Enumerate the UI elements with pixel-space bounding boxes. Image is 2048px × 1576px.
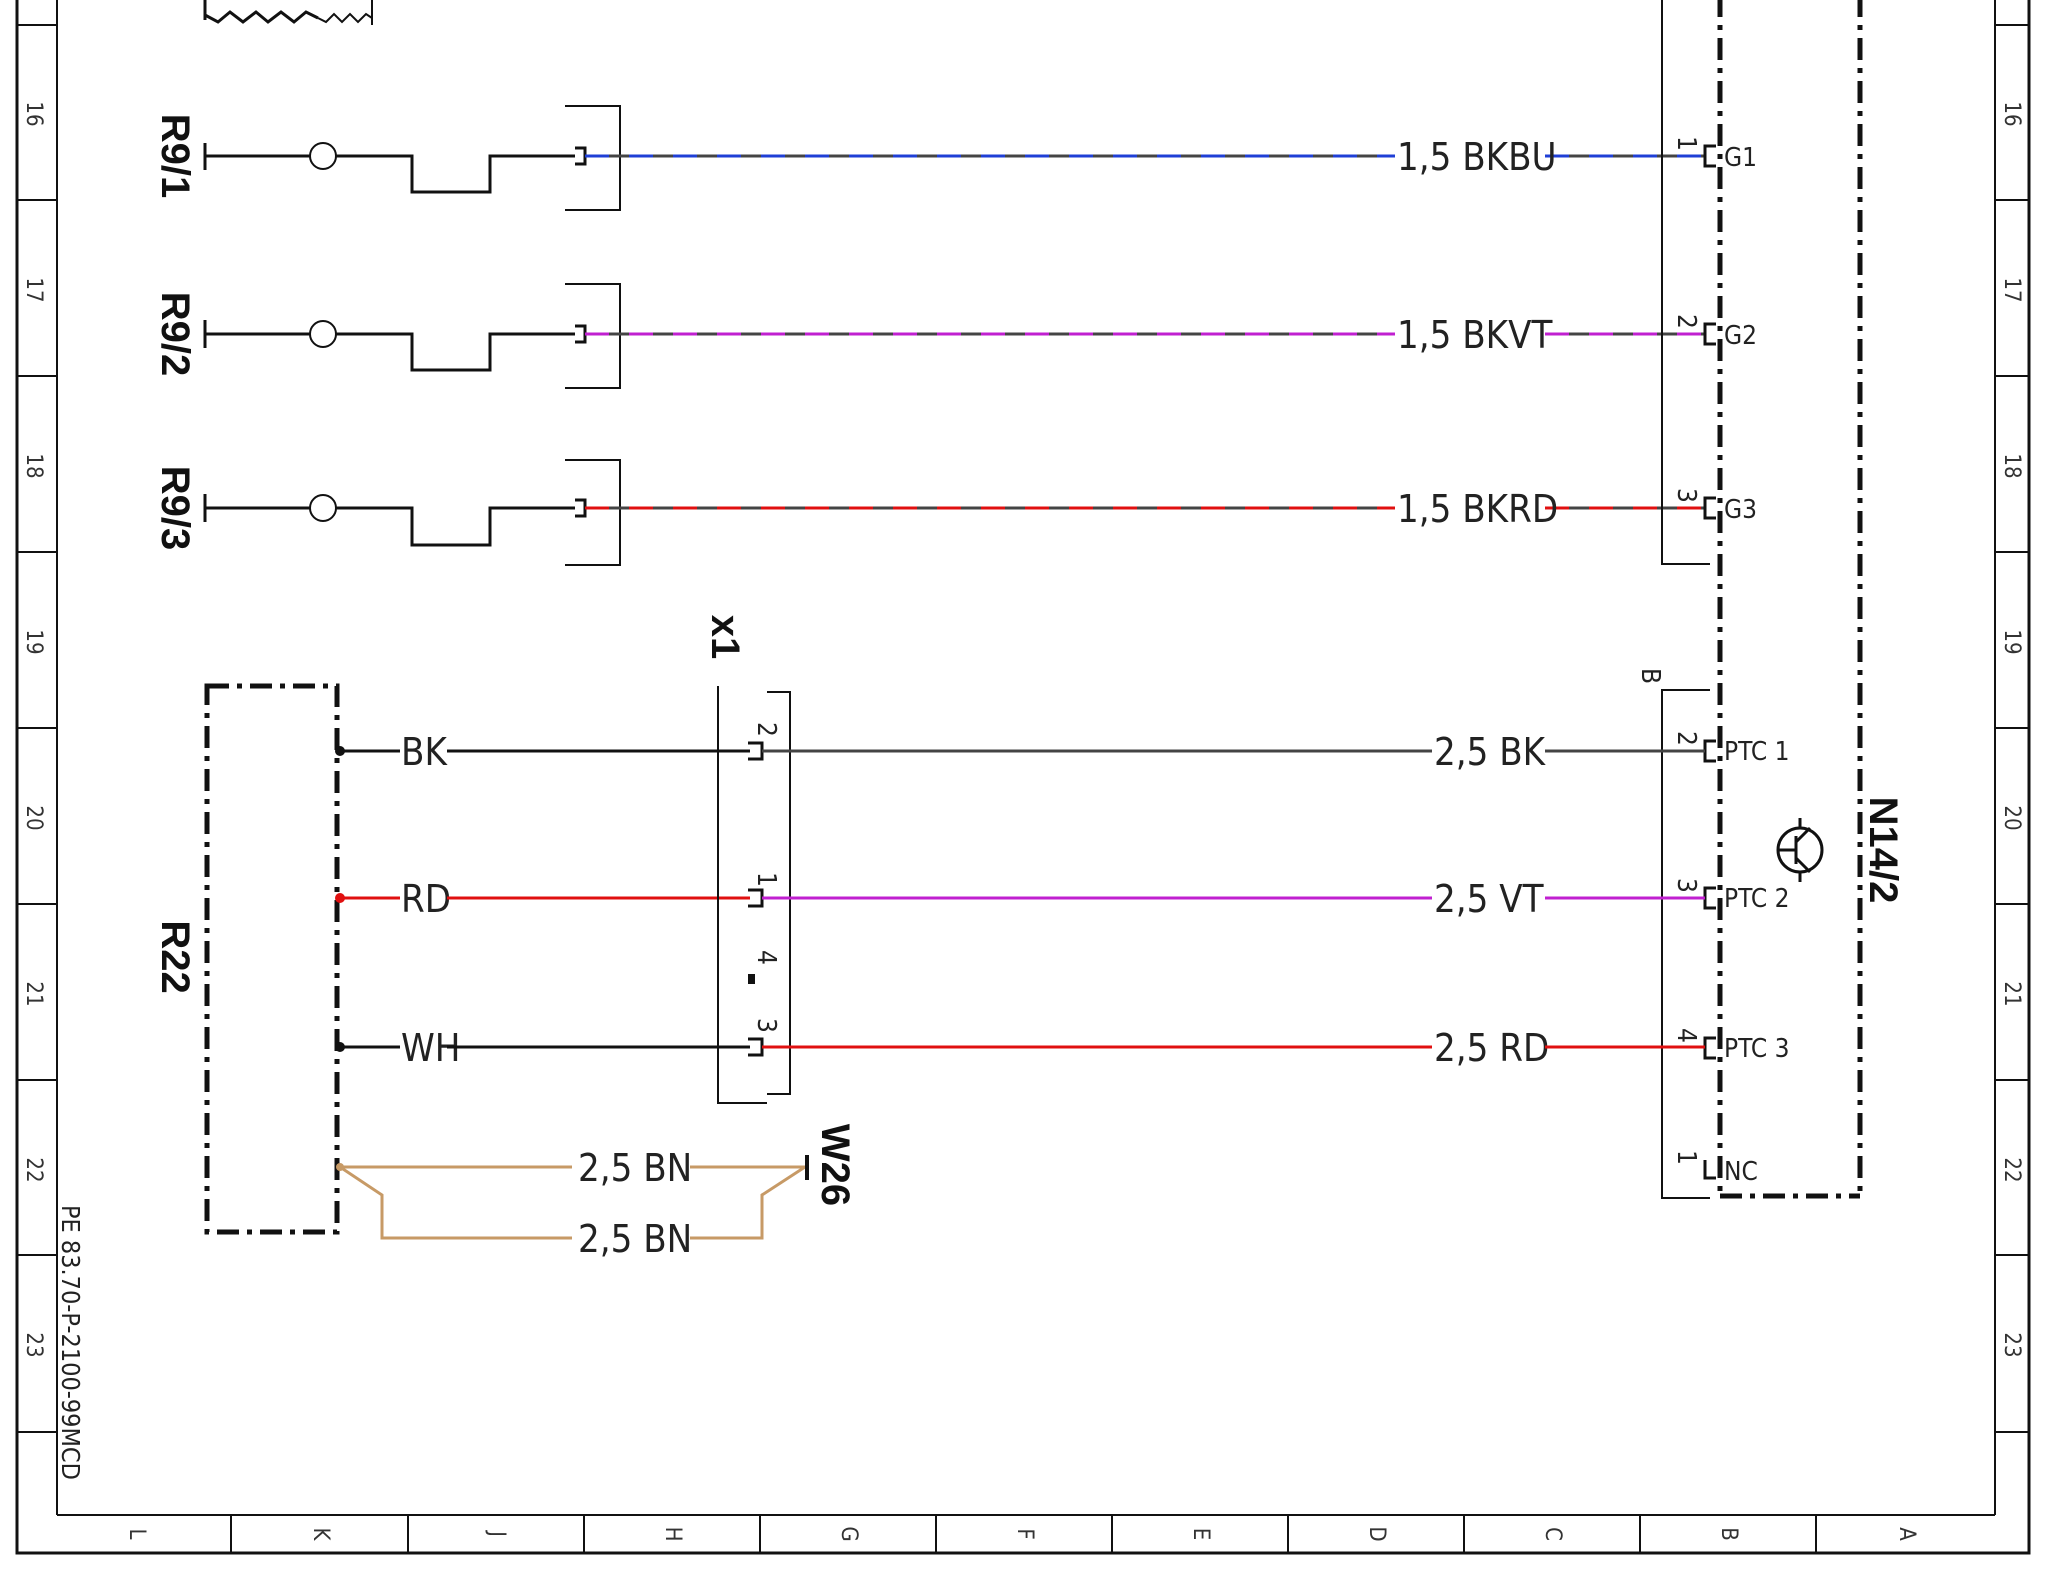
wire-label-g3: 1,5 BKRD xyxy=(1397,487,1558,531)
pin-label-g2: G2 xyxy=(1724,321,1757,351)
lead-bk: BK xyxy=(340,730,750,774)
ground-w26: 2,5 BN 2,5 BN W26 xyxy=(339,1124,857,1261)
sensor-r9-2: R9/2 xyxy=(153,283,621,389)
row-label: 16 xyxy=(21,101,46,126)
x1-pin: 2 xyxy=(751,722,781,737)
pin-label-ptc2: PTC 2 xyxy=(1724,884,1790,914)
component-label-r9-1: R9/1 xyxy=(153,114,197,199)
column-label: A xyxy=(1894,1527,1919,1541)
pin-number: 2 xyxy=(1671,731,1701,746)
connector-b-label: B xyxy=(1635,668,1665,684)
resistor-element-partial xyxy=(204,10,319,24)
component-label-r9-3: R9/3 xyxy=(153,466,197,551)
wire-label-g1: 1,5 BKBU xyxy=(1397,135,1557,179)
sensor-r9-3: R9/3 xyxy=(153,459,621,566)
lead-rd: RD xyxy=(340,877,750,921)
column-label: D xyxy=(1364,1526,1389,1541)
row-label: 22 xyxy=(1999,1157,2024,1182)
component-label-n14-2: N14/2 xyxy=(1861,797,1905,904)
wire-ptc3: 2,5 RD xyxy=(762,1026,1705,1070)
row-label: 17 xyxy=(1999,277,2024,302)
column-label: K xyxy=(308,1528,333,1542)
column-label: F xyxy=(1012,1528,1037,1539)
column-label: L xyxy=(124,1528,149,1539)
pin-label-ptc1: PTC 1 xyxy=(1724,737,1790,767)
wire-ptc2: 2,5 VT xyxy=(762,877,1705,921)
pin-number: 4 xyxy=(1671,1028,1701,1043)
heater-r22: R22 xyxy=(153,683,345,1235)
wire-g3: 1,5 BKRD xyxy=(585,487,1705,531)
pin-label-g3: G3 xyxy=(1724,495,1757,525)
wire-label-ptc3: 2,5 RD xyxy=(1434,1026,1549,1070)
row-label: 22 xyxy=(21,1157,46,1182)
wire-label-ptc2: 2,5 VT xyxy=(1434,877,1544,921)
x1-pin: 3 xyxy=(751,1018,781,1033)
row-label: 16 xyxy=(1999,101,2024,126)
row-label: 20 xyxy=(1999,805,2024,830)
pin-number: 3 xyxy=(1671,488,1701,503)
drawing-frame xyxy=(15,0,2031,1555)
column-label: H xyxy=(660,1527,685,1542)
component-label-r9-2: R9/2 xyxy=(153,292,197,377)
pin-label-g1: G1 xyxy=(1724,143,1757,173)
row-label: 23 xyxy=(21,1332,46,1357)
column-label: E xyxy=(1188,1528,1213,1541)
wire-g2: 1,5 BKVT xyxy=(585,313,1705,357)
wire-label-bn2: 2,5 BN xyxy=(578,1217,692,1261)
column-label: C xyxy=(1540,1527,1565,1541)
row-grid: 16 17 18 19 20 21 22 23 16 17 18 19 20 2… xyxy=(17,24,2029,1433)
wire-ptc1: 2,5 BK xyxy=(762,730,1705,774)
row-label: 18 xyxy=(21,453,46,478)
column-label: G xyxy=(836,1526,861,1541)
sensor-r9-1: R9/1 xyxy=(153,105,621,211)
resistor-element-partial xyxy=(317,12,373,24)
component-label-w26: W26 xyxy=(813,1124,857,1206)
row-label: 17 xyxy=(21,277,46,302)
lead-label-rd: RD xyxy=(401,877,451,921)
wire-label-bn1: 2,5 BN xyxy=(578,1146,692,1190)
pin-number: 1 xyxy=(1671,1150,1701,1165)
pin-label-ptc3: PTC 3 xyxy=(1724,1034,1790,1064)
row-label: 21 xyxy=(21,981,46,1006)
column-grid: L K J H G F E D C B A xyxy=(124,1515,1919,1553)
wire-label-ptc1: 2,5 BK xyxy=(1434,730,1547,774)
x1-pin: 1 xyxy=(751,872,781,887)
pin-label-nc: NC xyxy=(1724,1157,1758,1187)
component-label-x1: x1 xyxy=(703,615,747,660)
row-label: 19 xyxy=(21,629,46,654)
column-label: J xyxy=(484,1529,509,1537)
connector-x1: x1 2 1 4 3 xyxy=(703,615,791,1104)
column-label: B xyxy=(1716,1527,1741,1541)
pin-number: 3 xyxy=(1671,878,1701,893)
document-number: PE 83.70-P-2100-99MCD xyxy=(56,1205,85,1480)
transistor-symbol xyxy=(1776,818,1824,882)
x1-pin: 4 xyxy=(751,950,781,965)
wire-g1: 1,5 BKBU xyxy=(585,135,1705,179)
module-n14-2: B N14/2 1 G1 2 G2 3 G3 2 PTC 1 3 PTC 2 4 xyxy=(1635,0,1905,1199)
wire-label-g2: 1,5 BKVT xyxy=(1397,313,1552,357)
row-label: 18 xyxy=(1999,453,2024,478)
row-label: 21 xyxy=(1999,981,2024,1006)
lead-wh: WH xyxy=(340,1026,750,1070)
row-label: 19 xyxy=(1999,629,2024,654)
pin-number: 1 xyxy=(1671,136,1701,151)
lead-label-bk: BK xyxy=(401,730,448,774)
pin-number: 2 xyxy=(1671,314,1701,329)
component-label-r22: R22 xyxy=(153,920,197,993)
row-label: 23 xyxy=(1999,1332,2024,1357)
row-label: 20 xyxy=(21,805,46,830)
